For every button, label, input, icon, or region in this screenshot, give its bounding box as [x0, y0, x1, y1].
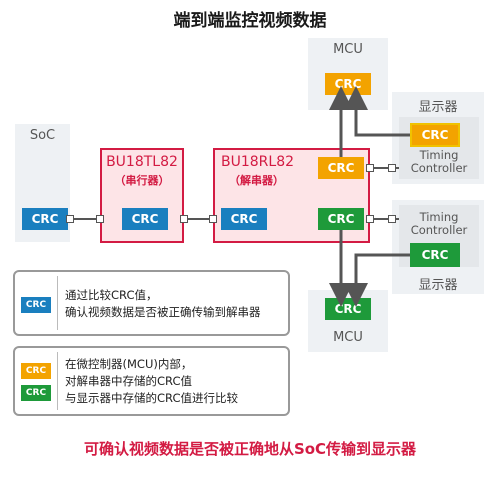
legend-1-line1: 通过比较CRC值， [65, 288, 158, 302]
legend-box-2: CRC CRC 在微控制器(MCU)内部， 对解串器中存储的CRC值 与显示器中… [13, 346, 290, 416]
deserializer-crc-block-green: CRC [318, 208, 364, 230]
legend-2-chip-orange: CRC [21, 363, 51, 379]
deserializer-crc-block-blue: CRC [221, 208, 267, 230]
connector-deserializer-left [209, 215, 217, 223]
legend-2-chip-green: CRC [21, 385, 51, 401]
mcu-top-label: MCU [333, 42, 363, 57]
legend-1-line2: 确认视频数据是否被正确传输到解串器 [65, 305, 261, 319]
timing-controller-top-line2: Controller [410, 161, 468, 175]
timing-controller-bottom-line1: Timing [419, 210, 459, 224]
arrow-display-top-to-mcu [344, 86, 410, 137]
connector-serializer-right [180, 215, 188, 223]
legend-2-line1: 在微控制器(MCU)内部， [65, 357, 193, 371]
deserializer-crc-block-orange: CRC [318, 157, 364, 179]
legend-2-divider [57, 352, 58, 410]
legend-1-divider [57, 276, 58, 330]
deserializer-title: BU18RL82 [221, 154, 295, 170]
timing-controller-bottom-line2: Controller [410, 223, 468, 237]
arrow-display-bottom-to-mcu [344, 253, 410, 307]
serializer-chip: BU18TL82 （串行器） [100, 148, 184, 243]
serializer-crc-block: CRC [122, 208, 168, 230]
diagram-title: 端到端监控视频数据 [173, 11, 327, 31]
legend-1-chip: CRC [21, 297, 51, 313]
deserializer-subtitle: （解串器） [229, 174, 284, 187]
bottom-caption: 可确认视频数据是否被正确地从SoC传输到显示器 [83, 440, 417, 458]
display-bottom-crc-block: CRC [410, 243, 460, 267]
connector-soc-right [66, 215, 74, 223]
connector-display-bottom [388, 215, 396, 223]
serializer-subtitle: （串行器） [114, 174, 170, 187]
legend-box-1: CRC 通过比较CRC值， 确认视频数据是否被正确传输到解串器 [13, 270, 290, 336]
display-top-crc-block: CRC [410, 123, 460, 147]
connector-deserializer-right-bottom [366, 215, 374, 223]
display-top-label: 显示器 [418, 100, 458, 115]
display-bottom-label: 显示器 [418, 278, 458, 293]
mcu-bottom-label: MCU [333, 330, 363, 345]
soc-label: SoC [29, 128, 56, 143]
serializer-title: BU18TL82 [106, 154, 178, 170]
connector-deserializer-right-top [366, 164, 374, 172]
timing-controller-top-line1: Timing [419, 148, 459, 162]
connector-serializer-left [96, 215, 104, 223]
connector-display-top [388, 164, 396, 172]
legend-2-line2: 对解串器中存储的CRC值 [65, 374, 192, 388]
soc-crc-block: CRC [22, 208, 68, 230]
legend-2-line3: 与显示器中存储的CRC值进行比较 [65, 391, 238, 405]
